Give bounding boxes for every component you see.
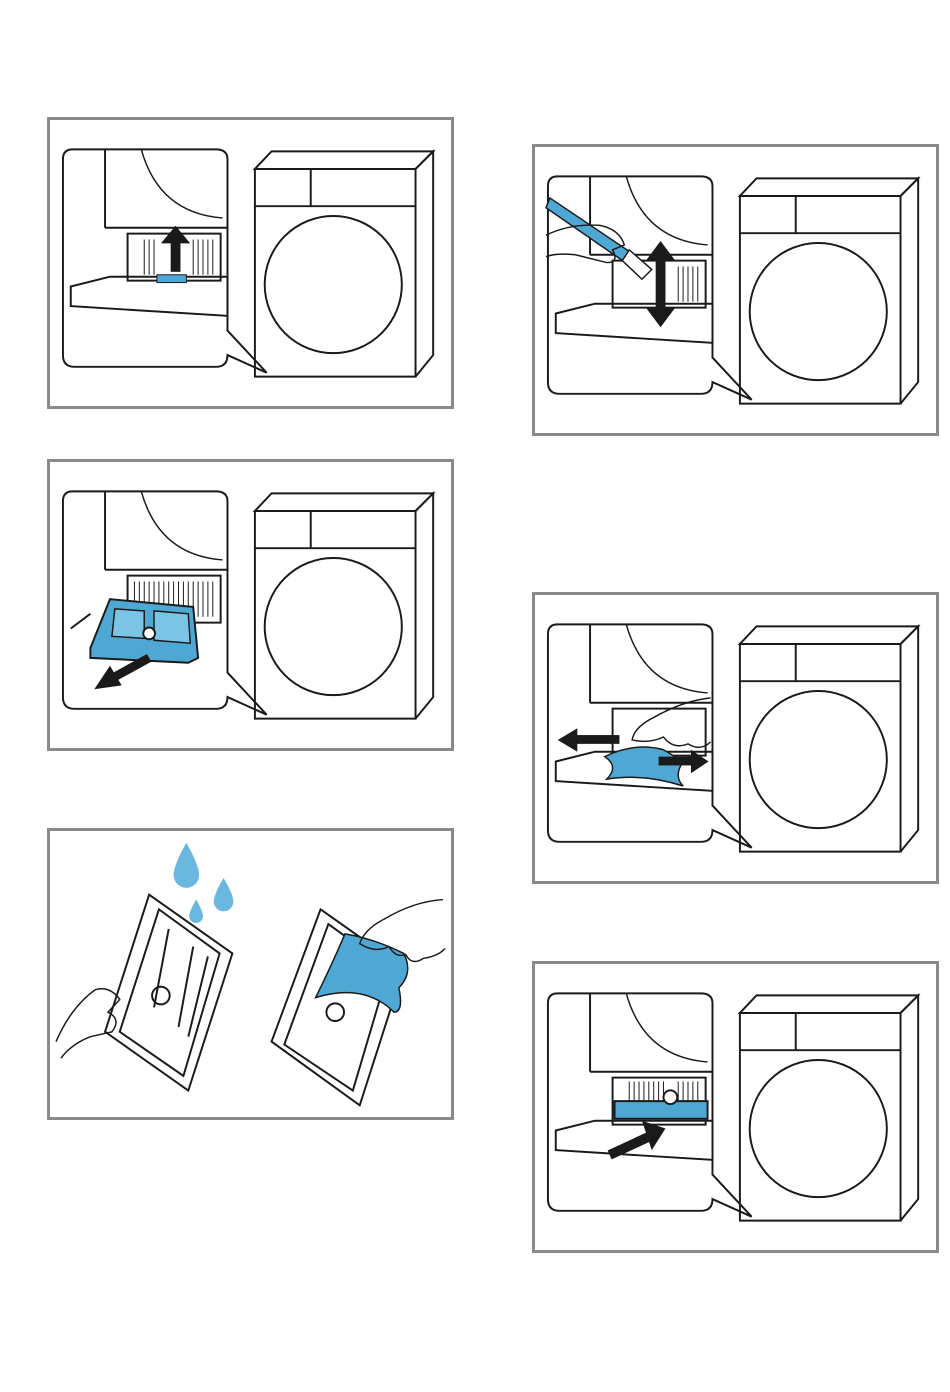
illustration-reinsert-filter [535, 964, 936, 1250]
step-panel-lift-latch [47, 117, 454, 409]
fluff-filter-drawer [90, 599, 198, 663]
detail-callout [548, 176, 752, 399]
dryer-appliance [255, 151, 433, 376]
illustration-rinse-filter [50, 831, 451, 1117]
hand-left [56, 989, 120, 1058]
dryer-appliance [740, 995, 918, 1220]
filter-frame-right [272, 909, 404, 1105]
dryer-appliance [740, 626, 918, 851]
arrow-in-icon [610, 1121, 666, 1155]
step-panel-brush-compartment [532, 144, 939, 436]
step-panel-reinsert-filter [532, 961, 939, 1253]
illustration-lift-latch [50, 120, 451, 406]
dryer-appliance [740, 178, 918, 403]
arrow-out-icon [94, 658, 149, 689]
detail-callout [63, 491, 267, 714]
brush [546, 198, 652, 279]
cloth [605, 747, 683, 786]
illustration-brush-compartment [535, 147, 936, 433]
dryer-appliance [255, 493, 433, 718]
step-panel-wipe-compartment [532, 592, 939, 884]
step-panel-pull-out-filter [47, 459, 454, 751]
detail-callout [63, 149, 267, 372]
filter-frame-left [105, 895, 232, 1091]
illustration-wipe-compartment [535, 595, 936, 881]
step-panel-rinse-filter [47, 828, 454, 1120]
hand [632, 698, 710, 748]
water-drops-icon [174, 843, 234, 923]
illustration-pull-out-filter [50, 462, 451, 748]
fluff-filter-drawer [615, 1090, 708, 1118]
